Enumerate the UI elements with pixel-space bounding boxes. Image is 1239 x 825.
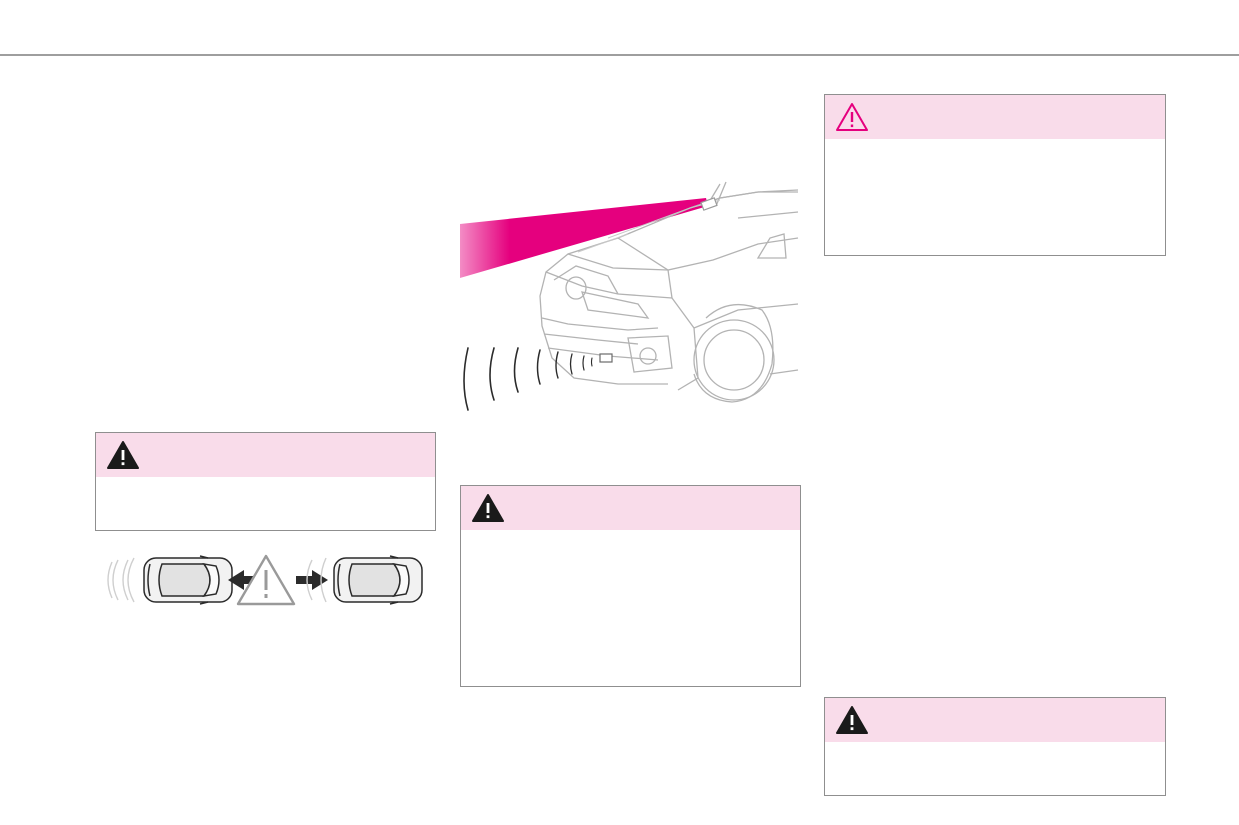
warning-header: [825, 95, 1165, 139]
warning-header: [461, 486, 800, 530]
warning-triangle-icon: [106, 440, 140, 470]
warning-box-top-right: [824, 94, 1166, 256]
warning-header: [825, 698, 1165, 742]
warning-box-bottom-right: [824, 697, 1166, 796]
vehicle-distance-alert-illustration-icon: [107, 554, 423, 606]
warning-triangle-icon: [471, 493, 505, 523]
warning-triangle-icon: [835, 705, 869, 735]
warning-header: [96, 433, 435, 477]
warning-box-middle: [460, 485, 801, 687]
vehicle-distance-illustration: [104, 550, 428, 610]
warning-box-left: [95, 432, 436, 531]
warning-triangle-outline-icon: [835, 102, 869, 132]
van-front-camera-radar-illustration-icon: [460, 181, 799, 411]
page-top-rule: [0, 54, 1239, 56]
van-front-sensors-illustration: [458, 178, 800, 414]
camera-beam: [460, 198, 708, 278]
